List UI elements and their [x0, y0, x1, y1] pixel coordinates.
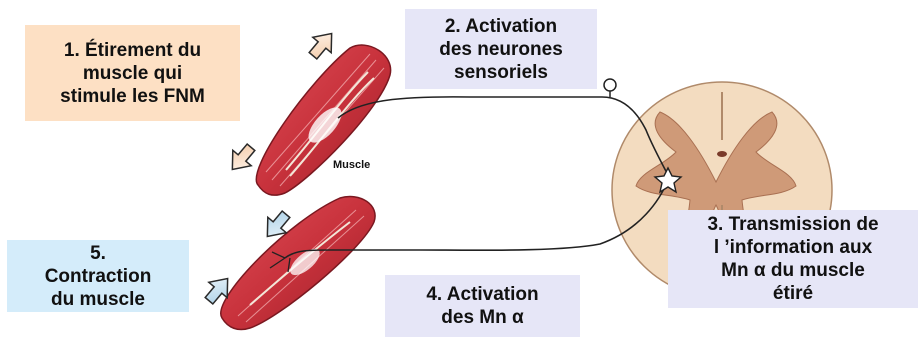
central-canal [717, 151, 727, 157]
stretch-arrow-up-icon [304, 26, 341, 64]
step-2-box: 2. Activation des neurones sensoriels [405, 9, 597, 89]
dorsal-root-ganglion [604, 79, 616, 91]
step-1-box: 1. Étirement du muscle qui stimule les F… [25, 25, 240, 121]
step-4-box: 4. Activation des Mn α [385, 275, 580, 337]
step-3-line-2: l ’information aux [714, 236, 872, 259]
upper-muscle [256, 45, 390, 195]
step-3-line-3: Mn α du muscle [721, 259, 865, 282]
step-5-line-1: 5. [90, 242, 106, 265]
step-5-line-3: du muscle [51, 288, 145, 311]
lower-muscle [221, 197, 375, 330]
step-3-line-4: étiré [773, 282, 813, 305]
step-5-line-2: Contraction [45, 265, 152, 288]
step-1-line-3: stimule les FNM [60, 85, 205, 108]
step-2-line-3: sensoriels [454, 61, 548, 84]
step-3-box: 3. Transmission de l ’information aux Mn… [668, 210, 918, 308]
muscle-label: Muscle [333, 159, 370, 171]
step-3-line-1: 3. Transmission de [707, 213, 878, 236]
step-4-line-2: des Mn α [441, 306, 523, 329]
step-2-line-1: 2. Activation [445, 15, 557, 38]
step-1-line-2: muscle qui [83, 62, 182, 85]
step-4-line-1: 4. Activation [426, 283, 538, 306]
step-2-line-2: des neurones [439, 38, 563, 61]
step-1-line-1: 1. Étirement du [64, 39, 201, 62]
stretch-arrow-down-icon [223, 140, 260, 178]
step-5-box: 5. Contraction du muscle [7, 240, 189, 312]
